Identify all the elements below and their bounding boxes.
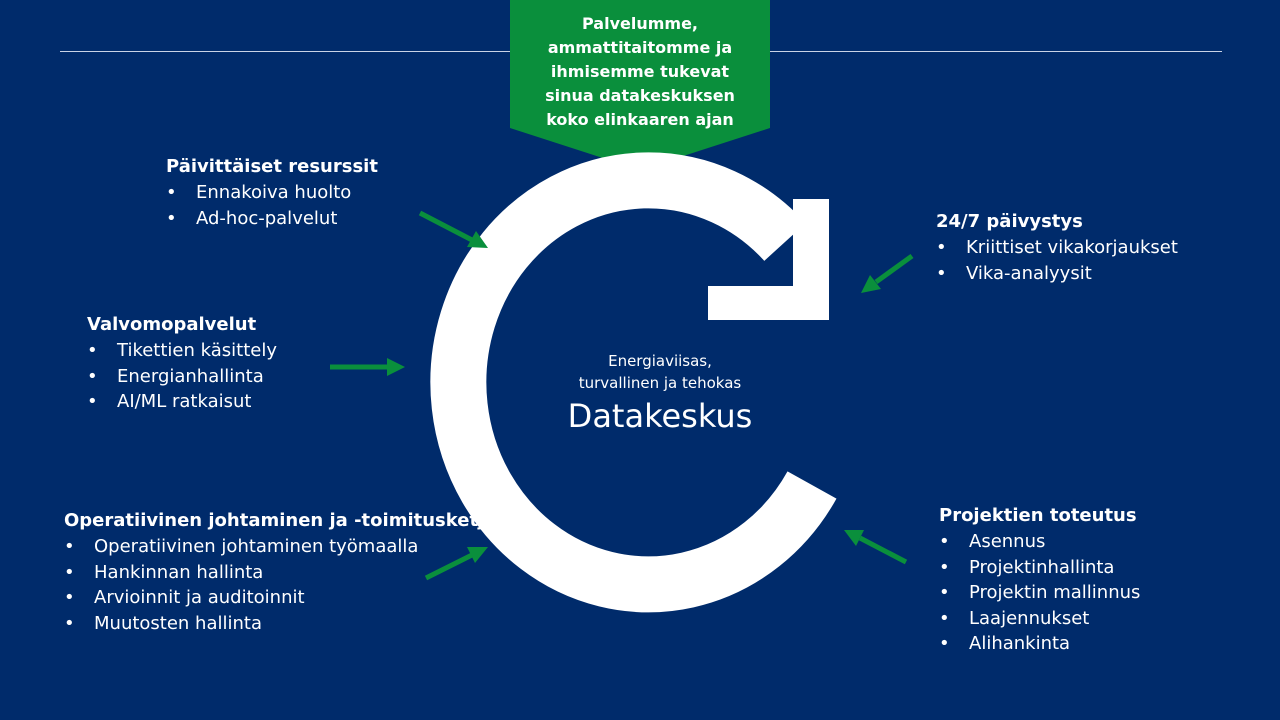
bullet: • <box>87 391 98 412</box>
item-label: Asennus <box>969 531 1046 552</box>
bullet: • <box>939 633 950 654</box>
list-item: • Hankinnan hallinta <box>64 560 506 586</box>
list-item: • Laajennukset <box>939 606 1140 632</box>
bullet: • <box>64 612 75 634</box>
banner-line: Palvelumme, <box>581 14 698 33</box>
list-item: • Projektin mallinnus <box>939 580 1140 606</box>
list-item: • Energianhallinta <box>87 364 277 390</box>
list-item: • Alihankinta <box>939 631 1140 657</box>
block-heading: Valvomopalvelut <box>87 314 257 335</box>
bullet: • <box>936 237 947 258</box>
item-label: Vika-analyysit <box>966 262 1092 284</box>
block-heading: Päivittäiset resurssit <box>166 156 378 177</box>
banner-line: ammattitaitomme ja <box>547 38 733 57</box>
bullet: • <box>64 587 75 608</box>
arrow-daily <box>418 210 488 248</box>
list-item: • Arvioinnit ja auditoinnit <box>64 585 506 611</box>
item-label: Operatiivinen johtaminen työmaalla <box>94 536 419 557</box>
arrow-oncall <box>861 253 914 293</box>
item-label: Tikettien käsittely <box>117 340 277 361</box>
bullet: • <box>87 365 98 387</box>
bullet: • <box>64 536 75 557</box>
bullet: • <box>939 556 950 578</box>
center-title: Datakeskus <box>567 397 753 435</box>
list-item: • Asennus <box>939 529 1140 555</box>
block-daily: Päivittäiset resurssit • Ennakoiva huolto… <box>166 154 378 231</box>
item-label: Kriittiset vikakorjaukset <box>966 237 1178 258</box>
item-label: Projektin mallinnus <box>969 582 1141 603</box>
item-list: • Asennus • Projektinhallinta • Projektin m… <box>939 529 1140 657</box>
item-label: AI/ML ratkaisut <box>117 391 252 412</box>
item-list: • Tikettien käsittely • Energianhallinta •… <box>87 338 277 415</box>
block-heading: Projektien toteutus <box>939 505 1137 526</box>
banner-shape <box>510 0 770 170</box>
item-list: • Kriittiset vikakorjaukset • Vika-analyys… <box>936 235 1178 286</box>
arrow-projects <box>844 530 908 565</box>
bullet: • <box>939 531 950 552</box>
list-item: • Ad-hoc-palvelut <box>166 206 378 232</box>
list-item: • AI/ML ratkaisut <box>87 389 277 415</box>
item-label: Muutosten hallinta <box>94 612 262 634</box>
item-label: Energianhallinta <box>117 365 264 387</box>
block-operations: Operatiivinen johtaminen ja -toimitusket… <box>64 508 506 636</box>
bullet: • <box>939 582 950 603</box>
item-list: • Operatiivinen johtaminen työmaalla • Han… <box>64 534 506 636</box>
cycle-arrow-head <box>708 199 829 320</box>
list-item: • Kriittiset vikakorjaukset <box>936 235 1178 261</box>
bullet: • <box>936 262 947 284</box>
item-label: Ad-hoc-palvelut <box>196 207 338 229</box>
block-oncall: 24/7 päivystys • Kriittiset vikakorjaukse… <box>936 209 1178 286</box>
block-projects: Projektien toteutus • Asennus • Projektinh… <box>939 503 1140 657</box>
banner-line: koko elinkaaren ajan <box>546 110 734 129</box>
bullet: • <box>166 207 177 229</box>
banner-line: ihmisemme tukevat <box>550 62 730 81</box>
item-label: Laajennukset <box>969 607 1090 629</box>
center-subtitle-1: Energiaviisas, <box>608 352 712 370</box>
item-label: Ennakoiva huolto <box>196 182 352 203</box>
cycle-ring <box>430 152 837 613</box>
banner-line: sinua datakeskuksen <box>545 86 735 105</box>
item-label: Alihankinta <box>969 633 1071 654</box>
bullet: • <box>166 182 177 203</box>
list-item: • Vika-analyysit <box>936 261 1178 287</box>
item-label: Projektinhallinta <box>969 556 1115 578</box>
item-label: Hankinnan hallinta <box>94 561 264 583</box>
center-subtitle-2: turvallinen ja tehokas <box>578 374 742 392</box>
block-heading: Operatiivinen johtaminen ja -toimitusket… <box>64 510 506 531</box>
banner-text: Palvelumme, ammattitaitomme ja ihmisemme… <box>512 12 768 132</box>
list-item: • Tikettien käsittely <box>87 338 277 364</box>
list-item: • Ennakoiva huolto <box>166 180 378 206</box>
block-heading: 24/7 päivystys <box>936 211 1083 232</box>
bullet: • <box>87 340 98 361</box>
list-item: • Muutosten hallinta <box>64 611 506 637</box>
bullet: • <box>939 607 950 629</box>
list-item: • Operatiivinen johtaminen työmaalla <box>64 534 506 560</box>
block-monitoring: Valvomopalvelut • Tikettien käsittely • En… <box>87 312 277 415</box>
arrow-monitoring <box>330 358 405 376</box>
item-label: Arvioinnit ja auditoinnit <box>94 587 305 608</box>
item-list: • Ennakoiva huolto • Ad-hoc-palvelut <box>166 180 378 231</box>
arrow-operations <box>424 547 488 581</box>
list-item: • Projektinhallinta <box>939 555 1140 581</box>
bullet: • <box>64 561 75 583</box>
